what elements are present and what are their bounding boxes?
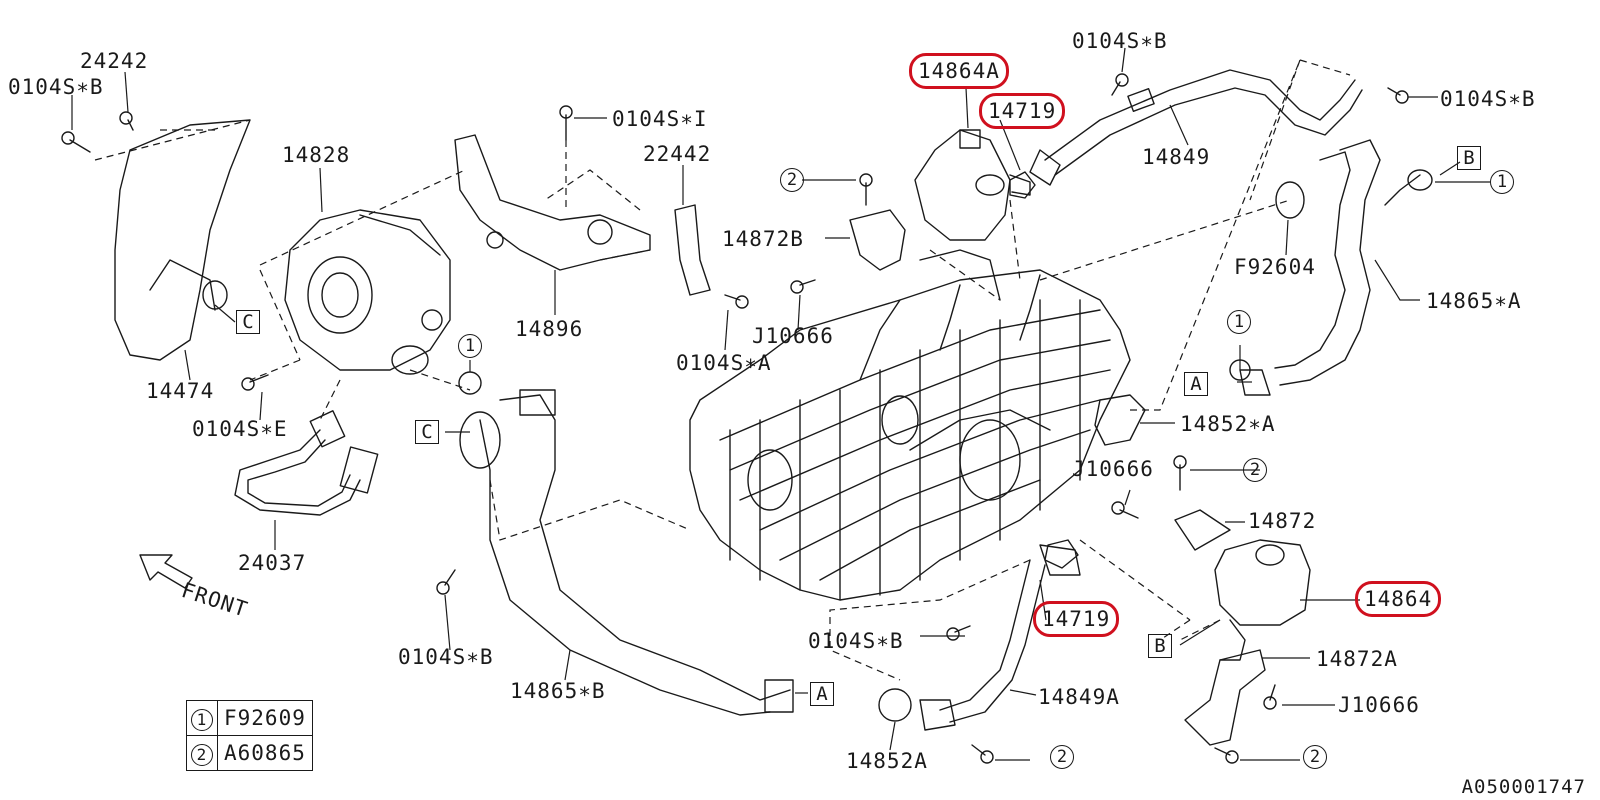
label-J10666-a: J10666 xyxy=(752,324,834,348)
label-22442: 22442 xyxy=(643,142,712,166)
label-0104S-B-right: 0104S∗B xyxy=(1440,87,1536,111)
gasket-14719-top xyxy=(1009,171,1036,199)
label-14719-bottom-highlighted: 14719 xyxy=(1032,601,1120,637)
label-14872B: 14872B xyxy=(722,227,804,251)
legend-key-cell: 2 xyxy=(186,735,218,771)
label-14474: 14474 xyxy=(146,379,215,403)
callout-1-mid-right: 1 xyxy=(1227,310,1251,334)
connector-A-right: A xyxy=(1184,372,1208,396)
callout-1-left: 1 xyxy=(458,334,482,358)
pipe-14849 xyxy=(1029,69,1363,186)
label-14828: 14828 xyxy=(282,143,351,167)
engine-block xyxy=(689,249,1131,601)
connector-C-top: C xyxy=(236,310,260,334)
label-14872A: 14872A xyxy=(1316,647,1398,671)
label-14865A: 14865∗A xyxy=(1426,289,1522,313)
label-0104S-A: 0104S∗A xyxy=(676,351,772,375)
connector-B-top: B xyxy=(1457,146,1481,170)
label-14719-top-highlighted: 14719 xyxy=(978,93,1066,129)
document-id: A050001747 xyxy=(1461,776,1586,798)
bracket-14872A xyxy=(1184,649,1266,746)
label-14849A: 14849A xyxy=(1038,685,1120,709)
connector-C-bottom: C xyxy=(415,420,439,444)
label-14852A-star: 14852∗A xyxy=(1180,412,1276,436)
label-14896: 14896 xyxy=(515,317,584,341)
hose-14865B xyxy=(459,389,794,716)
hose-14865A xyxy=(1239,139,1433,396)
label-14865B: 14865∗B xyxy=(510,679,606,703)
legend-table: 1 F92609 2 A60865 xyxy=(186,700,313,771)
front-arrow xyxy=(139,554,193,589)
label-J10666-c: J10666 xyxy=(1338,693,1420,717)
bracket-22442 xyxy=(674,204,711,296)
label-0104S-B-mid: 0104S∗B xyxy=(808,629,904,653)
callout-2-14872B: 2 xyxy=(780,168,804,192)
gasket-14719-bottom xyxy=(1044,539,1079,569)
legend-part-cell: A60865 xyxy=(217,735,313,771)
bracket-14896 xyxy=(454,134,651,271)
legend-part-cell: F92609 xyxy=(217,700,313,736)
label-0104S-I: 0104S∗I xyxy=(612,107,708,131)
bracket-14872 xyxy=(1174,509,1231,551)
legend-row: 1 F92609 xyxy=(186,700,313,736)
callout-2-bottom-right: 2 xyxy=(1303,745,1327,769)
label-24242: 24242 xyxy=(80,49,149,73)
label-0104S-E: 0104S∗E xyxy=(192,417,288,441)
legend-key-1: 1 xyxy=(191,708,213,731)
hose-24037 xyxy=(234,410,379,516)
legend-key-2: 2 xyxy=(191,743,213,766)
connector-B-bottom: B xyxy=(1148,634,1172,658)
callout-1-right: 1 xyxy=(1490,170,1514,194)
label-J10666-b: J10666 xyxy=(1072,457,1154,481)
legend-row: 2 A60865 xyxy=(186,735,313,771)
cover-14474 xyxy=(114,119,251,361)
valve-14864A xyxy=(914,129,1031,241)
gasket-14852A-star xyxy=(1094,394,1146,446)
label-14849: 14849 xyxy=(1142,145,1211,169)
legend-key-cell: 1 xyxy=(186,700,218,736)
air-pump-14828 xyxy=(284,209,451,375)
label-0104S-B-top: 0104S∗B xyxy=(1072,29,1168,53)
callout-2-14872: 2 xyxy=(1243,458,1267,482)
label-14864A-highlighted: 14864A xyxy=(909,53,1009,89)
label-F92604: F92604 xyxy=(1234,255,1316,279)
callout-2-bottom-mid: 2 xyxy=(1050,745,1074,769)
label-0104S-B-topleft: 0104S∗B xyxy=(8,75,104,99)
pipe-14849A xyxy=(878,544,1081,731)
valve-14864 xyxy=(1214,539,1311,661)
label-0104S-B-low: 0104S∗B xyxy=(398,645,494,669)
label-14864-highlighted: 14864 xyxy=(1354,581,1442,617)
connector-A-bottom: A xyxy=(810,682,834,706)
label-24037: 24037 xyxy=(238,551,307,575)
label-14872: 14872 xyxy=(1248,509,1317,533)
label-14852A: 14852A xyxy=(846,749,928,773)
bracket-14872B xyxy=(849,209,906,271)
